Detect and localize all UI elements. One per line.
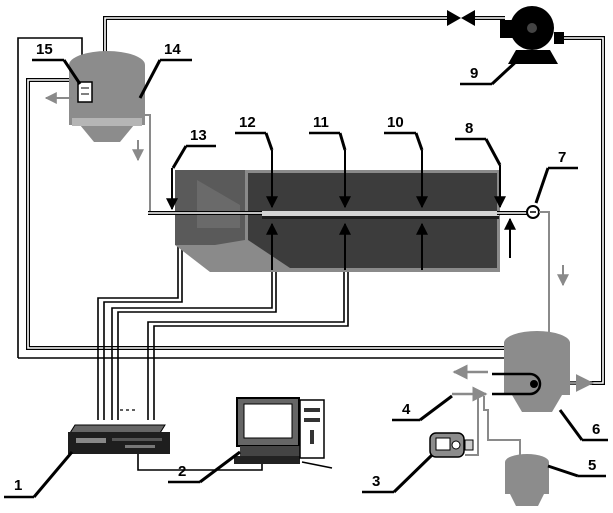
computer-icon bbox=[234, 397, 333, 469]
label-7: 7 bbox=[534, 149, 578, 204]
thermocouple-arrows bbox=[166, 150, 516, 270]
svg-text:14: 14 bbox=[164, 41, 181, 58]
svg-text:6: 6 bbox=[592, 421, 600, 438]
label-9: 9 bbox=[460, 56, 522, 86]
svg-text:2: 2 bbox=[178, 463, 186, 480]
thermocouple-icon bbox=[77, 81, 93, 103]
svg-text:8: 8 bbox=[465, 120, 473, 137]
data-logger-icon bbox=[68, 424, 170, 454]
svg-text:12: 12 bbox=[239, 114, 256, 131]
label-6: 6 bbox=[558, 409, 608, 442]
svg-text:4: 4 bbox=[402, 401, 411, 418]
svg-text:3: 3 bbox=[372, 473, 380, 490]
tank-6-icon bbox=[504, 331, 570, 412]
label-8: 8 bbox=[455, 120, 502, 166]
label-3: 3 bbox=[362, 453, 434, 494]
label-11: 11 bbox=[309, 114, 347, 151]
label-5: 5 bbox=[547, 457, 606, 478]
tank-5-icon bbox=[505, 454, 549, 506]
svg-text:13: 13 bbox=[190, 127, 207, 144]
blower-icon bbox=[500, 6, 564, 64]
svg-text:9: 9 bbox=[470, 65, 478, 82]
svg-text:7: 7 bbox=[558, 149, 566, 166]
svg-text:1: 1 bbox=[14, 477, 22, 494]
svg-text:15: 15 bbox=[36, 41, 53, 58]
label-12: 12 bbox=[235, 114, 274, 151]
valve-icon bbox=[447, 10, 475, 26]
pump-motor-icon bbox=[429, 432, 474, 458]
label-10: 10 bbox=[384, 114, 424, 151]
test-section-icon bbox=[148, 170, 530, 272]
label-1: 1 bbox=[4, 451, 74, 499]
label-15: 15 bbox=[32, 41, 82, 85]
label-4: 4 bbox=[392, 394, 453, 422]
svg-text:10: 10 bbox=[387, 114, 404, 131]
svg-text:11: 11 bbox=[313, 114, 329, 131]
heat-exchanger-coil-icon bbox=[492, 372, 542, 396]
label-14: 14 bbox=[138, 41, 192, 99]
label-13: 13 bbox=[171, 127, 216, 169]
svg-text:5: 5 bbox=[588, 457, 596, 474]
thermocouple-7-icon bbox=[526, 205, 540, 219]
label-2: 2 bbox=[168, 450, 241, 484]
